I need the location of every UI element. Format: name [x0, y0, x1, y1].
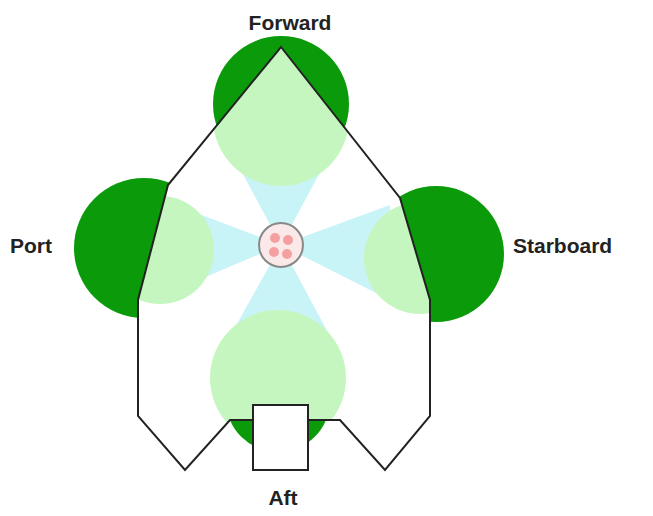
hull-outline	[138, 47, 430, 470]
forward-zone-inner	[213, 50, 349, 186]
hub-dot	[283, 235, 293, 245]
direction-label: Starboard	[513, 235, 612, 256]
direction-label: Aft	[268, 487, 297, 508]
starboard-zone-inner	[364, 202, 476, 314]
sensor-hub	[259, 223, 303, 267]
aft-housing	[253, 405, 308, 470]
direction-label: Port	[10, 235, 52, 256]
hub-dot	[269, 247, 279, 257]
hub-dot	[270, 233, 280, 243]
hub-dot	[282, 249, 292, 259]
direction-label: Forward	[249, 12, 332, 33]
